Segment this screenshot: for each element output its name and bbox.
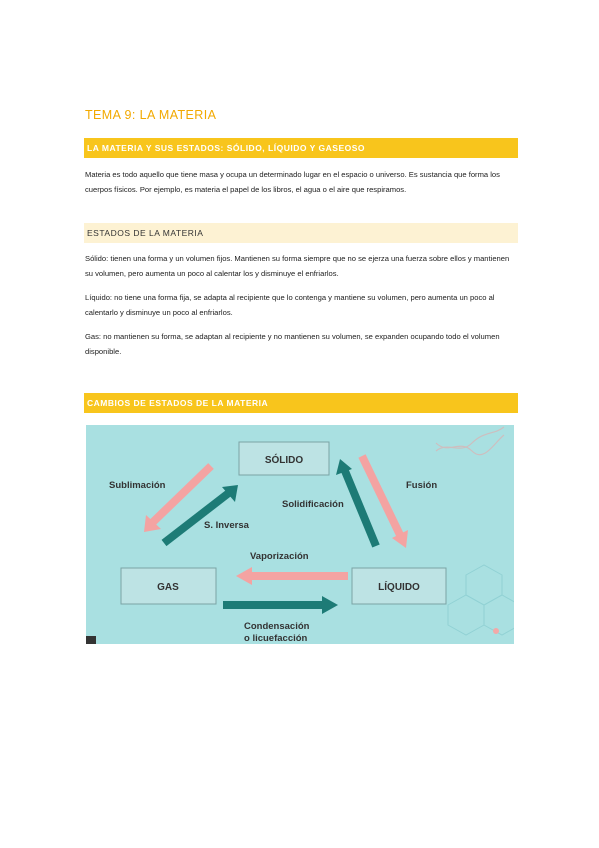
section-heading-materia-estados: LA MATERIA Y SUS ESTADOS: SÓLIDO, LÍQUID… (84, 138, 518, 158)
section-heading-estados: ESTADOS DE LA MATERIA (84, 223, 518, 243)
label-sublimation: Sublimación (109, 480, 166, 491)
arrow-vaporization (236, 567, 348, 585)
molecule-dot-icon (493, 628, 499, 634)
label-condensation: Condensación (244, 621, 310, 632)
label-fusion: Fusión (406, 480, 437, 491)
state-label-gas: GAS (157, 582, 179, 593)
paragraph-liquido: Líquido: no tiene una forma fija, se ada… (85, 293, 495, 318)
label-vaporization: Vaporización (250, 551, 309, 562)
label-condensation-2: o licuefacción (244, 633, 308, 644)
arrow-sublimation (144, 463, 214, 532)
arrow-inverse-sublimation (161, 485, 238, 547)
page-title: TEMA 9: LA MATERIA (85, 108, 217, 122)
arrow-fusion (358, 454, 408, 548)
state-changes-diagram: SÓLIDO GAS LÍQUIDO S (86, 425, 514, 644)
diagram-canvas: SÓLIDO GAS LÍQUIDO S (86, 426, 514, 644)
arrow-solidification (336, 459, 380, 548)
state-box-liquid (351, 567, 447, 605)
paragraph-gas: Gas: no mantienen su forma, se adaptan a… (85, 332, 500, 357)
corner-mark-icon (86, 636, 96, 644)
label-inverse-sublimation: S. Inversa (204, 520, 250, 531)
state-label-liquid: LÍQUIDO (378, 580, 420, 593)
state-label-solid: SÓLIDO (265, 453, 304, 466)
dna-decoration-icon (435, 426, 505, 456)
molecule-decoration-icon (447, 564, 514, 636)
paragraph-materia-definition: Materia es todo aquello que tiene masa y… (85, 170, 500, 195)
state-box-solid (238, 441, 330, 476)
state-box-gas (120, 567, 217, 605)
section-heading-cambios: CAMBIOS DE ESTADOS DE LA MATERIA (84, 393, 518, 413)
label-solidification: Solidificación (282, 499, 344, 510)
paragraph-solido: Sólido: tienen una forma y un volumen fi… (85, 254, 510, 279)
arrow-condensation (223, 596, 338, 614)
